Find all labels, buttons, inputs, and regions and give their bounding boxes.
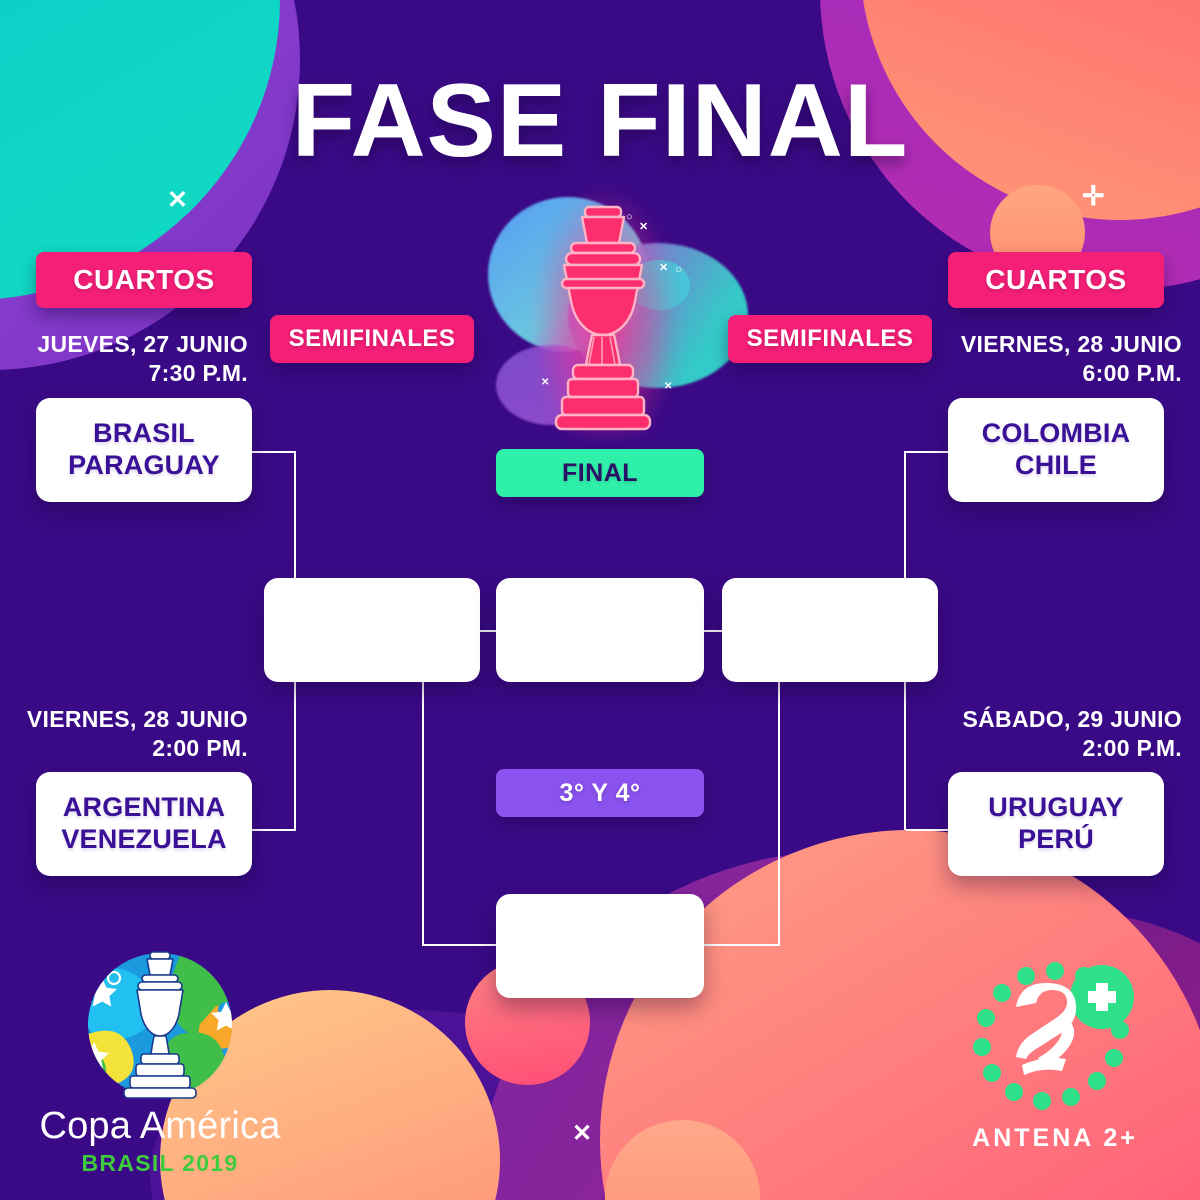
page-title: FASE FINAL — [291, 63, 909, 179]
sparkle-trophy-b-icon: ○ — [626, 211, 633, 223]
match-box-semifinal-right[interactable] — [722, 578, 938, 682]
connector-semi-right-to-final — [702, 630, 724, 632]
team-name: BRASIL — [93, 418, 195, 449]
round-badge-final[interactable]: FINAL — [496, 449, 704, 497]
match-datetime-q3: VIERNES, 28 JUNIO 6:00 P.M. — [938, 330, 1182, 388]
match-box-third-place[interactable] — [496, 894, 704, 998]
team-name: ARGENTINA — [62, 792, 226, 823]
sparkle-trophy-c-icon: ✕ — [659, 262, 669, 274]
match-time-q3: 6:00 P.M. — [1082, 359, 1182, 386]
connector-third-left-vertical — [422, 680, 424, 946]
team-name: PARAGUAY — [68, 450, 220, 480]
match-box-q3[interactable]: COLOMBIA CHILE — [948, 398, 1164, 502]
sparkle-trophy-e-icon: ✕ — [541, 377, 550, 388]
round-badge-third-place[interactable]: 3° Y 4° — [496, 769, 704, 817]
connector-q4-horizontal — [906, 829, 950, 831]
connector-q1-horizontal — [250, 451, 296, 453]
connector-third-right-horizontal — [702, 944, 780, 946]
sparkle-bottom-icon: ✕ — [572, 1120, 593, 1147]
round-badge-semifinales-left[interactable]: SEMIFINALES — [270, 315, 474, 363]
match-time-q1: 7:30 P.M. — [148, 359, 248, 386]
connector-third-left-horizontal — [422, 944, 498, 946]
match-box-q1[interactable]: BRASIL PARAGUAY — [36, 398, 252, 502]
connector-q3-horizontal — [906, 451, 950, 453]
copa-america-wordmark: Copa América — [39, 1105, 281, 1147]
match-date-q3: VIERNES, 28 JUNIO — [960, 331, 1182, 357]
copa-america-edition: BRASIL 2019 — [81, 1150, 239, 1176]
match-date-q1: JUEVES, 27 JUNIO — [37, 331, 248, 357]
round-badge-semifinales-right[interactable]: SEMIFINALES — [728, 315, 932, 363]
antena-2-plus-mark-icon — [973, 962, 1134, 1110]
team-name: COLOMBIA — [981, 418, 1131, 449]
connector-q2-horizontal — [250, 829, 296, 831]
decorative-circle-salmon-mid-bottom — [605, 1120, 760, 1200]
match-date-q2: VIERNES, 28 JUNIO — [26, 706, 248, 732]
round-badge-cuartos-right[interactable]: CUARTOS — [948, 252, 1164, 308]
match-time-q4: 2:00 P.M. — [1082, 734, 1182, 761]
match-datetime-q2: VIERNES, 28 JUNIO 2:00 PM. — [20, 705, 248, 763]
match-box-final[interactable] — [496, 578, 704, 682]
round-badge-cuartos-left[interactable]: CUARTOS — [36, 252, 252, 308]
team-name: URUGUAY — [988, 792, 1124, 823]
match-box-q4[interactable]: URUGUAY PERÚ — [948, 772, 1164, 876]
sparkle-trophy-a-icon: ✕ — [639, 221, 649, 233]
match-box-q2[interactable]: ARGENTINA VENEZUELA — [36, 772, 252, 876]
sparkle-top-right-icon: ✛ — [1082, 181, 1105, 211]
trophy-illustration: ✕ ○ ✕ ○ ✕ ✕ — [478, 185, 748, 435]
match-box-semifinal-left[interactable] — [264, 578, 480, 682]
team-name: PERÚ — [1018, 824, 1094, 854]
match-date-q4: SÁBADO, 29 JUNIO — [962, 706, 1182, 732]
copa-america-logo: Copa América BRASIL 2019 — [30, 950, 290, 1177]
team-name: VENEZUELA — [61, 824, 227, 854]
team-name: CHILE — [1015, 450, 1097, 480]
antena-2-plus-logo: ANTENA 2+ — [950, 955, 1160, 1153]
sparkle-top-left-icon: ✕ — [167, 186, 188, 214]
match-datetime-q4: SÁBADO, 29 JUNIO 2:00 P.M. — [938, 705, 1182, 763]
connector-semi-left-to-final — [478, 630, 500, 632]
trophy-cup-icon — [554, 205, 652, 431]
match-time-q2: 2:00 PM. — [152, 734, 248, 761]
match-datetime-q1: JUEVES, 27 JUNIO 7:30 P.M. — [20, 330, 248, 388]
antena-2-plus-wordmark: ANTENA 2+ — [972, 1124, 1138, 1152]
copa-america-globe-icon — [88, 951, 232, 1099]
sparkle-trophy-d-icon: ○ — [675, 262, 683, 276]
sparkle-trophy-f-icon: ✕ — [664, 381, 673, 392]
connector-third-right-vertical — [778, 680, 780, 946]
decorative-blob-top-left-purple — [0, 0, 300, 370]
